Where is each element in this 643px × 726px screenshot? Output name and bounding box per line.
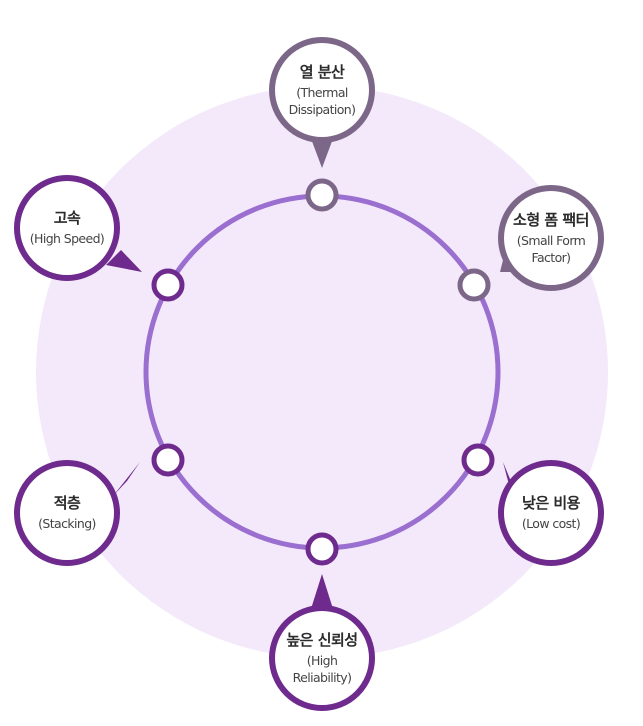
- node-high-speed: 고속 (High Speed): [19, 180, 115, 276]
- node-small-form-factor: 소형 폼 팩터 (Small Form Factor): [503, 190, 599, 286]
- node-thermal: 열 분산 (Thermal Dissipation): [274, 42, 370, 138]
- ring-connector-node: [457, 268, 491, 302]
- node-title: 높은 신뢰성: [286, 630, 358, 649]
- node-subtitle-line: (Low cost): [521, 516, 581, 531]
- bubble-pointer: [310, 574, 334, 612]
- node-title: 낮은 비용: [522, 494, 580, 512]
- node-subtitle-line: (Thermal: [296, 84, 348, 100]
- node-stacking: 적층 (Stacking): [19, 465, 115, 561]
- node-subtitle: (High Reliability): [293, 652, 352, 686]
- ring-connector-node: [151, 268, 185, 302]
- node-high-reliability: 높은 신뢰성 (High Reliability): [274, 610, 370, 706]
- node-subtitle-line: Factor): [531, 249, 572, 265]
- bubble-pointer: [310, 136, 334, 168]
- ring-connector-node: [461, 443, 495, 477]
- node-title: 소형 폼 팩터: [513, 210, 589, 229]
- node-low-cost: 낮은 비용 (Low cost): [503, 465, 599, 561]
- node-subtitle-line: (Small Form: [516, 232, 586, 248]
- node-bubble: [498, 460, 604, 566]
- node-title: 열 분산: [299, 62, 345, 81]
- node-subtitle-line: Reliability): [292, 669, 352, 685]
- node-subtitle: (Low cost): [521, 515, 581, 532]
- ring-connector-node: [305, 178, 339, 212]
- node-bubble: [498, 185, 604, 291]
- node-bubble: [14, 175, 120, 281]
- ring-connector-node: [305, 532, 339, 566]
- node-subtitle: (Small Form Factor): [516, 232, 586, 266]
- ring-connector-node: [151, 443, 185, 477]
- bubble-pointer: [106, 250, 142, 272]
- bubble-pointer: [113, 462, 140, 496]
- node-bubble: [14, 460, 120, 566]
- node-subtitle-line: Dissipation): [288, 101, 356, 117]
- node-title: 고속: [53, 209, 81, 227]
- node-subtitle-line: (High Speed): [29, 231, 105, 246]
- node-subtitle-line: (Stacking): [38, 516, 96, 531]
- node-bubble: [269, 37, 375, 143]
- bubble-layer: [14, 37, 604, 711]
- node-subtitle: (Stacking): [38, 515, 96, 532]
- node-title: 적층: [53, 494, 81, 512]
- node-bubble: [269, 605, 375, 711]
- node-subtitle: (Thermal Dissipation): [289, 84, 356, 118]
- connector-layer: [151, 178, 495, 566]
- background-halo: [36, 86, 608, 658]
- node-subtitle: (High Speed): [29, 230, 105, 247]
- node-subtitle-line: (High: [306, 652, 338, 668]
